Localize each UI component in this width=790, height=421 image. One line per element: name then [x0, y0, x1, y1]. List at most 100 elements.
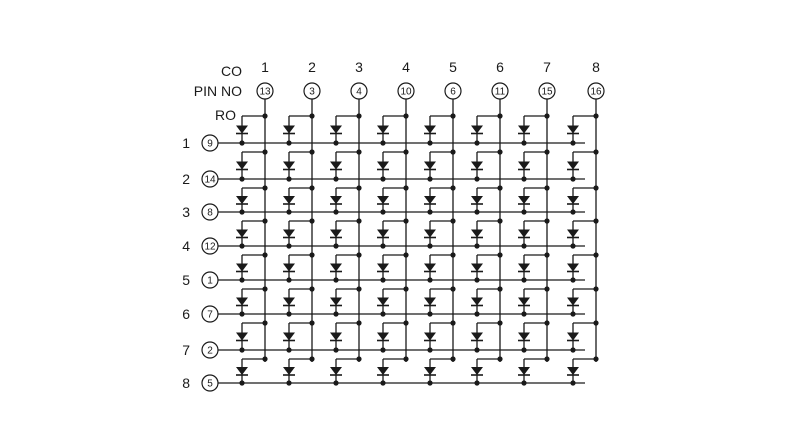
led-diode: [567, 297, 579, 306]
led-diode: [567, 367, 579, 375]
row-pin-number: 12: [204, 242, 216, 253]
junction-dot: [262, 149, 268, 155]
junction-dot: [497, 286, 503, 292]
led-diode: [236, 229, 248, 238]
led-diode: [424, 367, 436, 375]
junction-dot: [544, 113, 550, 119]
led-diode: [424, 229, 436, 238]
junction-dot: [262, 286, 268, 292]
led-diode: [567, 229, 579, 238]
row-number: 8: [182, 375, 190, 391]
junction-dot: [286, 347, 292, 353]
junction-dot: [309, 320, 315, 326]
junction-dot: [333, 380, 339, 386]
junction-dot: [309, 286, 315, 292]
junction-dot: [544, 320, 550, 326]
row-number: 2: [182, 171, 190, 187]
junction-dot: [521, 311, 527, 317]
junction-dot: [521, 347, 527, 353]
junction-dot: [450, 113, 456, 119]
junction-dot: [474, 347, 480, 353]
column-pin-number: 11: [495, 87, 506, 98]
led-diode: [283, 196, 295, 204]
row-pin-circle: [201, 237, 219, 255]
led-diode: [236, 297, 248, 306]
matrix-wiring: [218, 99, 599, 386]
row-pin-number: 1: [207, 276, 213, 287]
row-number: 1: [182, 135, 190, 151]
junction-dot: [593, 286, 599, 292]
row-pin-number: 7: [207, 310, 213, 321]
junction-dot: [239, 277, 245, 283]
junction-dot: [333, 243, 339, 249]
column-pin-number: 3: [309, 87, 315, 98]
led-diode: [377, 161, 389, 170]
row-number: 6: [182, 306, 190, 322]
led-diode: [377, 332, 389, 341]
column-number: 4: [402, 59, 410, 75]
column-number: 7: [543, 59, 551, 75]
junction-dot: [262, 113, 268, 119]
pin-no-label: PIN NO: [194, 83, 242, 99]
junction-dot: [286, 176, 292, 182]
led-diode: [377, 367, 389, 375]
junction-dot: [262, 320, 268, 326]
column-number: 2: [308, 59, 316, 75]
led-diode: [424, 161, 436, 170]
junction-dot: [403, 356, 409, 362]
row-pin-number: 5: [207, 379, 213, 390]
column-number: 5: [449, 59, 457, 75]
junction-dot: [380, 347, 386, 353]
led-diode: [377, 263, 389, 272]
junction-dot: [497, 218, 503, 224]
led-diode: [567, 125, 579, 134]
junction-dot: [427, 176, 433, 182]
junction-dot: [356, 185, 362, 191]
junction-dot: [262, 185, 268, 191]
led-diode: [567, 161, 579, 170]
row-number: 4: [182, 238, 190, 254]
led-diode: [283, 125, 295, 134]
led-diode: [330, 229, 342, 238]
junction-dot: [380, 380, 386, 386]
junction-dot: [497, 149, 503, 155]
column-pin-circle: [491, 82, 509, 100]
junction-dot: [521, 277, 527, 283]
co-label: CO: [221, 63, 242, 79]
led-diode: [236, 161, 248, 170]
column-pin-number: 4: [356, 87, 362, 98]
column-pin-circle: [444, 82, 462, 100]
junction-dot: [309, 218, 315, 224]
junction-dot: [239, 209, 245, 215]
junction-dot: [450, 356, 456, 362]
junction-dot: [521, 140, 527, 146]
junction-dot: [497, 185, 503, 191]
junction-dot: [593, 356, 599, 362]
junction-dot: [497, 113, 503, 119]
led-diode: [283, 297, 295, 306]
led-diode: [518, 367, 530, 375]
junction-dot: [593, 185, 599, 191]
junction-dot: [427, 209, 433, 215]
led-diode: [236, 125, 248, 134]
junction-dot: [309, 252, 315, 258]
junction-dot: [333, 140, 339, 146]
junction-dot: [262, 252, 268, 258]
junction-dot: [403, 320, 409, 326]
column-pin-number: 15: [541, 87, 553, 98]
row-pin-number: 2: [207, 346, 213, 357]
junction-dot: [521, 176, 527, 182]
junction-dot: [497, 252, 503, 258]
led-diode: [471, 367, 483, 375]
junction-dot: [474, 140, 480, 146]
led-diode: [236, 196, 248, 204]
junction-dot: [497, 320, 503, 326]
junction-dot: [356, 113, 362, 119]
junction-dot: [333, 311, 339, 317]
junction-dot: [239, 140, 245, 146]
junction-dot: [309, 356, 315, 362]
junction-dot: [286, 243, 292, 249]
junction-dot: [239, 311, 245, 317]
